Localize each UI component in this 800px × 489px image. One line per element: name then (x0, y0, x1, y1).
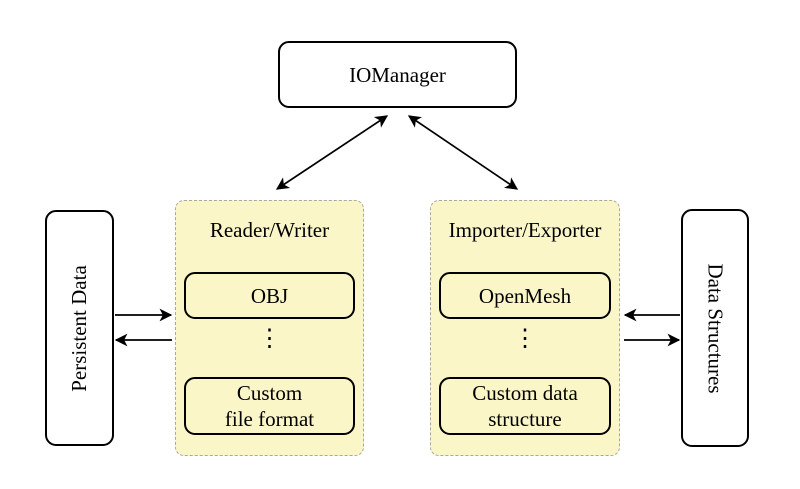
iomanager-label: IOManager (349, 62, 446, 87)
custom-data-structure-label: Custom data structure (472, 381, 578, 431)
persistent-data-box: Persistent Data (45, 210, 114, 446)
persistent-data-label: Persistent Data (67, 264, 91, 392)
custom-data-structure-box: Custom data structure (439, 377, 611, 435)
importer-exporter-ellipsis: ⋮ (513, 326, 537, 352)
reader-writer-ellipsis: ⋮ (257, 326, 282, 352)
obj-label: OBJ (250, 283, 289, 308)
data-structures-box: Data Structures (681, 209, 749, 447)
data-structures-label: Data Structures (703, 262, 728, 394)
custom-file-format-label: Custom file format (224, 381, 315, 431)
openmesh-label: OpenMesh (478, 283, 572, 308)
arrow-iomanager-importerexporter (407, 115, 519, 190)
reader-writer-title: Reader/Writer (209, 218, 330, 242)
iomanager-box: IOManager (278, 41, 517, 108)
arrow-iomanager-readerwriter (275, 115, 389, 190)
reader-writer-group: Reader/Writer OBJ ⋮ Custom file format (175, 200, 364, 456)
importer-exporter-title: Importer/Exporter (448, 218, 602, 242)
obj-box: OBJ (184, 272, 355, 319)
custom-file-format-box: Custom file format (184, 377, 355, 435)
openmesh-box: OpenMesh (439, 272, 611, 319)
importer-exporter-group: Importer/Exporter OpenMesh ⋮ Custom data… (430, 200, 620, 456)
